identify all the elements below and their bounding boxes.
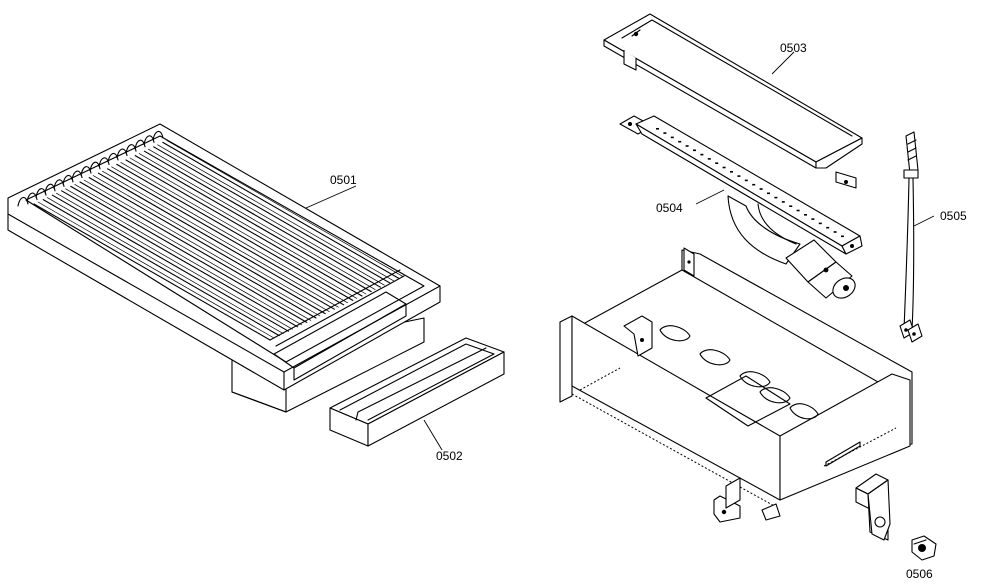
port-hole bbox=[774, 196, 778, 199]
grate-bar-edge bbox=[102, 170, 339, 308]
port-hole bbox=[833, 231, 837, 233]
grate-bar bbox=[153, 146, 391, 284]
port-hole bbox=[744, 179, 748, 182]
grate-bar bbox=[79, 181, 317, 319]
port-hole bbox=[811, 218, 815, 220]
label-0506: 0506 bbox=[906, 567, 933, 581]
label-0503: 0503 bbox=[780, 41, 807, 55]
grate-bar bbox=[33, 203, 271, 341]
port-hole bbox=[670, 136, 674, 139]
label-0505: 0505 bbox=[940, 209, 967, 223]
port-hole bbox=[722, 166, 726, 169]
label-0502: 0502 bbox=[436, 449, 463, 463]
port-hole bbox=[678, 140, 682, 143]
grate-bar bbox=[70, 185, 308, 323]
grate-bar bbox=[51, 194, 289, 332]
grate-bar bbox=[134, 155, 372, 293]
port-hole bbox=[804, 214, 807, 216]
burner-housing-chassis bbox=[559, 247, 913, 523]
part-0501-grill-tray bbox=[7, 123, 441, 413]
port-hole bbox=[663, 132, 667, 134]
port-hole bbox=[685, 145, 689, 147]
label-0504: 0504 bbox=[656, 201, 683, 215]
port-hole bbox=[759, 188, 763, 190]
corrugation-loop bbox=[152, 130, 164, 141]
part-0502-drip-tray bbox=[329, 337, 505, 447]
grate-bar-edge bbox=[138, 153, 376, 290]
port-hole bbox=[752, 183, 756, 186]
port-hole bbox=[700, 153, 704, 156]
port-hole bbox=[789, 205, 793, 207]
grate-bar-edge bbox=[46, 197, 284, 334]
grate-bar-edge bbox=[120, 162, 358, 299]
grate-bar-edge bbox=[129, 157, 367, 295]
port-hole bbox=[715, 162, 719, 164]
port-hole bbox=[693, 149, 696, 152]
port-hole bbox=[730, 171, 733, 173]
grate-bar-edge bbox=[111, 166, 348, 304]
grate-bar-edge bbox=[56, 192, 293, 330]
part-0503-heat-shield bbox=[603, 13, 863, 189]
mounting-bracket bbox=[855, 473, 891, 541]
grate-corrugated-edge bbox=[17, 130, 164, 207]
port-hole bbox=[707, 158, 711, 160]
part-0504-burner-tube bbox=[619, 115, 863, 299]
port-hole bbox=[656, 128, 659, 130]
label-0501: 0501 bbox=[330, 173, 357, 187]
grate-bar bbox=[143, 150, 381, 288]
grate-bar-edge bbox=[74, 184, 312, 321]
grate-front-rail bbox=[269, 269, 401, 341]
grate-bar bbox=[97, 172, 335, 310]
part-0506-clip bbox=[911, 535, 937, 561]
port-hole bbox=[841, 235, 844, 238]
grate-bar-edge bbox=[166, 140, 404, 277]
grate-bar bbox=[88, 177, 326, 315]
grate-bar bbox=[162, 141, 400, 279]
port-hole bbox=[781, 201, 785, 203]
part-0505-igniter-lead bbox=[899, 131, 923, 343]
grate-bar-edge bbox=[157, 144, 394, 282]
grate-bar-edge bbox=[83, 179, 321, 317]
grate-bar bbox=[61, 190, 299, 328]
grate-bar bbox=[107, 168, 345, 306]
port-hole bbox=[737, 175, 741, 177]
grate-bars bbox=[33, 140, 405, 347]
port-hole bbox=[826, 226, 830, 229]
port-hole bbox=[767, 192, 770, 195]
grate-bar-edge bbox=[148, 148, 385, 286]
grate-bar bbox=[116, 163, 354, 301]
grate-bar bbox=[125, 159, 363, 297]
port-hole bbox=[796, 209, 800, 212]
burner-port-holes bbox=[656, 128, 844, 238]
leader-lines bbox=[305, 51, 935, 451]
grate-bar-edge bbox=[92, 175, 330, 312]
grate-bar-edge bbox=[65, 188, 302, 326]
grate-front-rail bbox=[275, 275, 405, 347]
grate-bar-edge bbox=[37, 201, 275, 339]
grate-bar bbox=[42, 199, 280, 337]
port-hole bbox=[818, 222, 822, 225]
